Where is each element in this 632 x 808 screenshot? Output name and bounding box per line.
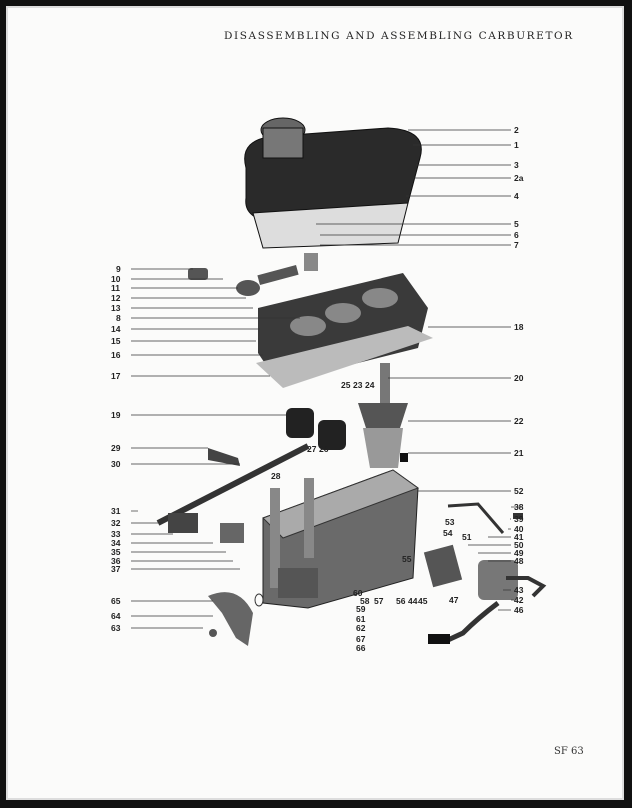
leader-lines — [131, 129, 521, 629]
callout-27: 27 — [307, 444, 317, 454]
carburetor-body — [262, 469, 420, 609]
callout-32: 32 — [111, 518, 121, 528]
callout-6: 6 — [514, 230, 519, 240]
callout-15: 15 — [111, 336, 121, 346]
callout-36: 36 — [111, 556, 121, 566]
callout-16: 16 — [111, 350, 121, 360]
throttle-lever — [208, 592, 264, 646]
figure-code: SF 63 — [554, 746, 584, 757]
callout-62: 62 — [356, 623, 366, 633]
callout-1: 1 — [514, 140, 519, 150]
callout-31: 31 — [111, 506, 121, 516]
callout-26: 26 — [319, 444, 329, 454]
callout-61: 61 — [356, 614, 366, 624]
document-page: DISASSEMBLING AND ASSEMBLING CARBURETOR — [6, 6, 624, 800]
callout-47: 47 — [449, 595, 459, 605]
callout-22: 22 — [514, 416, 524, 426]
callout-40: 40 — [514, 524, 524, 534]
callout-28: 28 — [271, 471, 281, 481]
callout-33: 33 — [111, 529, 121, 539]
callout-8: 8 — [116, 313, 121, 323]
callout-60: 60 — [353, 588, 363, 598]
callout-42: 42 — [514, 595, 524, 605]
callout-64: 64 — [111, 611, 121, 621]
callout-65: 65 — [111, 596, 121, 606]
callout-59: 59 — [356, 604, 366, 614]
callout-24: 24 — [365, 380, 375, 390]
callout-37: 37 — [111, 564, 121, 574]
callout-3: 3 — [514, 160, 519, 170]
callout-54: 54 — [443, 528, 453, 538]
callout-9: 9 — [116, 264, 121, 274]
callout-44: 44 — [408, 596, 418, 606]
callout-67: 67 — [356, 634, 366, 644]
callout-39: 39 — [514, 514, 524, 524]
callout-63: 63 — [111, 623, 121, 633]
callout-38: 38 — [514, 502, 524, 512]
callout-7: 7 — [514, 240, 519, 250]
callout-56: 56 — [396, 596, 406, 606]
callout-48: 48 — [514, 556, 524, 566]
callout-2: 2 — [514, 125, 519, 135]
callout-11: 11 — [111, 283, 120, 293]
banjo-fitting — [188, 253, 318, 296]
callout-53: 53 — [445, 517, 455, 527]
callout-50: 50 — [514, 540, 524, 550]
callout-25: 25 — [341, 380, 351, 390]
callout-55: 55 — [402, 554, 412, 564]
callout-23: 23 — [353, 380, 363, 390]
callout-57: 57 — [374, 596, 384, 606]
carburetor-top-cover — [256, 273, 433, 388]
callout-49: 49 — [514, 548, 524, 558]
callout-21: 21 — [514, 448, 524, 458]
callout-19: 19 — [111, 410, 121, 420]
throttle-shaft — [156, 443, 310, 543]
callout-14: 14 — [111, 324, 121, 334]
callout-52: 52 — [514, 486, 524, 496]
callout-30: 30 — [111, 459, 121, 469]
callout-43: 43 — [514, 585, 524, 595]
callout-41: 41 — [514, 532, 524, 542]
callout-2a: 2a — [514, 173, 524, 183]
callout-35: 35 — [111, 547, 121, 557]
fuel-pump — [423, 502, 547, 644]
callout-18: 18 — [514, 322, 524, 332]
callout-10: 10 — [111, 274, 121, 284]
carburetor-exploded-diagram — [131, 117, 547, 646]
callout-13: 13 — [111, 303, 121, 313]
callout-4: 4 — [514, 191, 519, 201]
callout-12: 12 — [111, 293, 121, 303]
callout-46: 46 — [514, 605, 524, 615]
callout-20: 20 — [514, 373, 524, 383]
callout-29: 29 — [111, 443, 121, 453]
callout-66: 66 — [356, 643, 366, 653]
callout-58: 58 — [360, 596, 370, 606]
air-filter-housing — [244, 117, 422, 249]
callout-34: 34 — [111, 538, 121, 548]
page-title: DISASSEMBLING AND ASSEMBLING CARBURETOR — [224, 30, 574, 42]
float-and-venturi — [208, 363, 408, 468]
callout-51: 51 — [462, 532, 472, 542]
callout-45: 45 — [418, 596, 428, 606]
callout-17: 17 — [111, 371, 121, 381]
callout-5: 5 — [514, 219, 519, 229]
